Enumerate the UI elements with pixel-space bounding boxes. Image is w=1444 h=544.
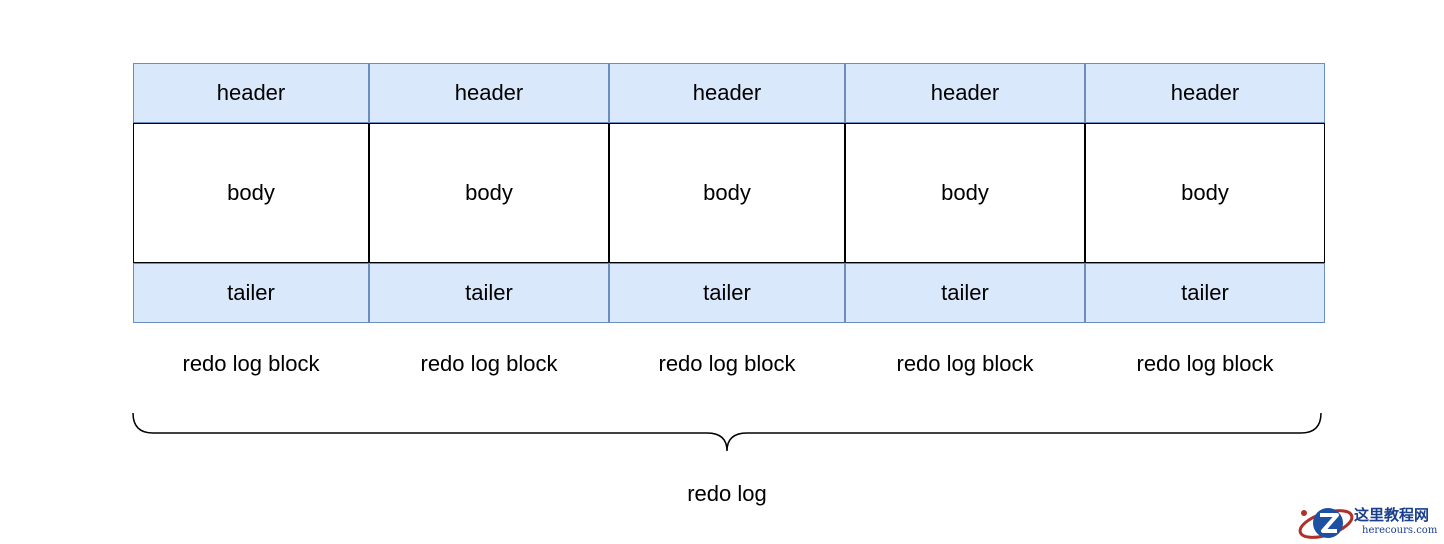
block-5-tailer: tailer bbox=[1085, 263, 1325, 323]
block-3-tailer: tailer bbox=[609, 263, 845, 323]
block-4-caption: redo log block bbox=[896, 351, 1034, 376]
z-logo-icon bbox=[1298, 508, 1354, 539]
block-3-caption: redo log block bbox=[658, 351, 796, 376]
block-5-body: body bbox=[1085, 123, 1325, 263]
block-4-tailer: tailer bbox=[845, 263, 1085, 323]
block-4-body: body bbox=[845, 123, 1085, 263]
block-1-tailer: tailer bbox=[133, 263, 369, 323]
block-2-body: body bbox=[369, 123, 609, 263]
block-1-body: body bbox=[133, 123, 369, 263]
block-1-caption: redo log block bbox=[182, 351, 320, 376]
block-1-header: header bbox=[133, 63, 369, 123]
watermark-url: herecours.com bbox=[1362, 525, 1438, 536]
block-2-header: header bbox=[369, 63, 609, 123]
watermark-title: 这里教程网 bbox=[1354, 506, 1430, 524]
watermark: 这里教程网 herecours.com bbox=[1296, 500, 1442, 544]
block-4-header: header bbox=[845, 63, 1085, 123]
block-2-caption: redo log block bbox=[420, 351, 558, 376]
block-3-header: header bbox=[609, 63, 845, 123]
block-5-caption: redo log block bbox=[1136, 351, 1274, 376]
block-2-tailer: tailer bbox=[369, 263, 609, 323]
redo-log-label: redo log bbox=[687, 481, 767, 506]
block-5-header: header bbox=[1085, 63, 1325, 123]
block-3-body: body bbox=[609, 123, 845, 263]
